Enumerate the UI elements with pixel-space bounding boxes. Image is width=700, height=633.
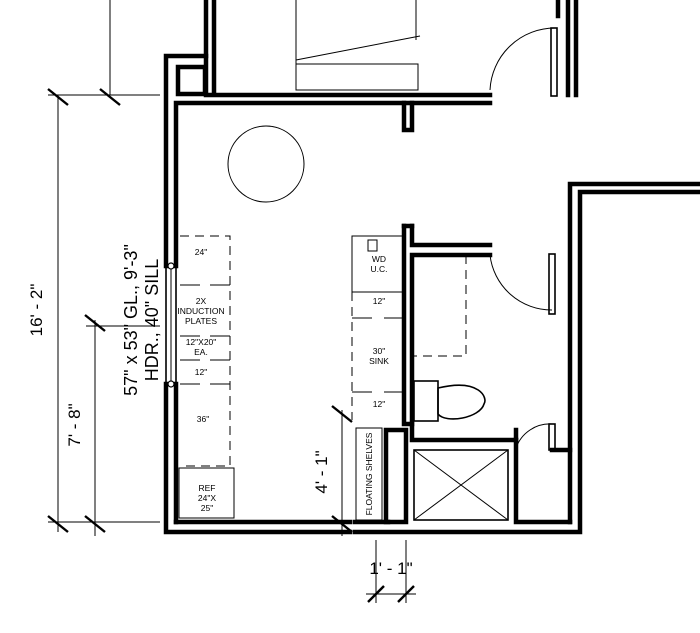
ref-label-1: REF [199,483,216,493]
induction-size-2: EA. [194,347,208,357]
floating-shelves: FLOATING SHELVES [355,427,383,521]
rc-seg-12-bottom: 12" [373,399,385,409]
shower-door-swing [515,423,553,449]
wd-label-2: U.C. [371,264,388,274]
induction-label-2: INDUCTION [177,306,224,316]
ref-label-3: 25" [201,503,213,513]
shelf-depth-label: 4' - 1" [312,450,331,493]
upper-room-cabinet [295,63,419,91]
counter-seg-36: 36" [197,414,209,424]
window-note-line2: HDR., 40" SILL [142,259,162,381]
window[interactable] [165,262,177,388]
bottom-pair-label: 1' - 1" [369,559,412,578]
overall-height-label: 16' - 2" [27,284,46,337]
rc-seg-12-top: 12" [373,296,385,306]
kitchen-counter: 24" 2X INDUCTION PLATES 12"X20" EA. 12" … [177,235,231,467]
upper-door-swing [489,27,556,91]
dimension-bottom: 1' - 1" [366,540,416,603]
refrigerator: REF 24"X 25" [178,467,235,519]
dimension-shelves: 4' - 1" [312,405,353,536]
toilet [413,380,486,422]
counter-seg-24: 24" [195,247,207,257]
ref-label-2: 24"X [198,493,216,503]
column-square [175,64,208,97]
bathroom [412,253,556,521]
induction-label-1: 2X [196,296,207,306]
window-note-line1: 57" x 53" GL., 9'-3" [121,244,141,396]
induction-label-3: PLATES [185,316,217,326]
bath-door-leaf [548,253,556,315]
floating-shelves-label: FLOATING SHELVES [364,432,374,515]
induction-size-1: 12"X20" [186,337,217,347]
wd-label-1: WD [372,254,386,264]
counter-seg-12: 12" [195,367,207,377]
window-note: 57" x 53" GL., 9'-3" HDR., 40" SILL [121,244,162,396]
dimension-lower: 7' - 8" [65,314,160,536]
lower-height-label: 7' - 8" [65,403,84,446]
round-table [227,125,305,203]
bath-door-swing [489,254,553,311]
upper-room [203,0,579,98]
sink-label-1: 30" [373,346,385,356]
shower-door-leaf [548,423,556,451]
shower [413,449,509,521]
right-counter: WD U.C. 12" 30" SINK 12" [351,235,405,420]
sink-label-2: SINK [369,356,389,366]
main-walls [163,53,700,535]
upper-door-leaf [550,27,558,97]
dimension-overall: 16' - 2" [27,0,160,533]
